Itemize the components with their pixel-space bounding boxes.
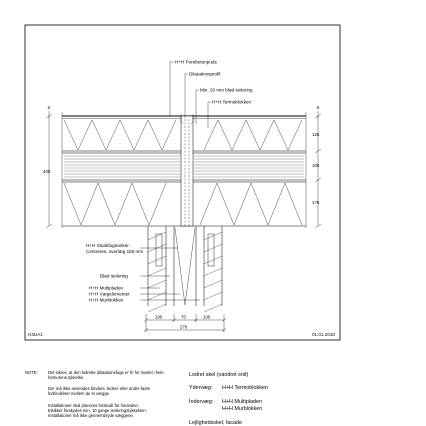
note-2-line1: Der må ikke anvendes bindere, ledere ell… (48, 386, 151, 391)
legend-inner-value1: H+H Multipladen (222, 399, 262, 405)
dimension-lines-right (314, 113, 322, 229)
callout-vaegelementet: H+H Vægelementet (89, 292, 130, 297)
legend-outer-label: Ydervæg: (189, 385, 212, 391)
dim-125: 125 (312, 132, 320, 137)
callout-studs-line1: H+H Studsfugeanker. (86, 243, 130, 248)
callout-isolering-min: Min. 20 mm blød isolering (200, 88, 253, 93)
outer-wall (61, 112, 307, 228)
dim-h270: 270 (180, 325, 188, 330)
dim-h100b: 100 (203, 315, 211, 320)
note-1-line2: formurens tykkelse. (48, 375, 84, 380)
legend-footer: Lejlighedsskel, facade (189, 420, 242, 426)
dim-h70: 70 (181, 315, 186, 320)
callout-studs-line2: Centreres, overlæg 150 mm (86, 249, 143, 254)
party-wall (147, 226, 223, 313)
notes-heading: NOTE: (25, 370, 38, 375)
note-1-line1: Det sikres, at den lodrette dilatationsf… (48, 370, 164, 375)
note-3-line1: Installationer skal placeres forskudt fo… (48, 403, 139, 408)
section-mark-left: S (48, 105, 51, 110)
dimension-lines-bottom (143, 314, 227, 333)
callout-leaders (140, 61, 211, 301)
callout-murblokken: H+H Murblokken (89, 298, 124, 303)
drawing-date: 01.01.2010 (312, 332, 335, 337)
section-mark-right: S (317, 105, 320, 110)
drawing-frame (24, 24, 341, 341)
dim-400: 400 (43, 169, 51, 174)
legend-outer-value: H+H Termoblokken (222, 385, 268, 391)
callout-termoblokken: H+H Termoblokken (212, 100, 252, 105)
note-3-line2: Elsikker forskydes min. 10 gange isoleri… (48, 408, 147, 413)
dim-100: 100 (312, 163, 320, 168)
legend-inner-value2: H+H Murblokken (222, 406, 262, 412)
dilatation-joint (180, 114, 194, 227)
callout-dilatation: Dilatationsprofil (189, 72, 220, 77)
callout-porebeton: H+H Porebetonpuds (175, 60, 217, 65)
callout-blod-isolering: Blød isolering (100, 274, 128, 279)
dim-h100a: 100 (155, 315, 163, 320)
note-3-line3: Installationer må ikke gennembryde vægge… (48, 413, 134, 418)
note-2-line2: forbindelser mellem de to vægge (48, 391, 110, 396)
legend-inner-label: Indervæg: (189, 399, 213, 405)
drawing-code: H3UA1 (28, 332, 43, 337)
legend-title: Lodret skel (vandret snit) (189, 372, 249, 378)
dim-175: 175 (312, 200, 320, 205)
dimension-lines-left (45, 113, 53, 229)
callout-multipladen: H+H Multipladen (89, 286, 124, 291)
